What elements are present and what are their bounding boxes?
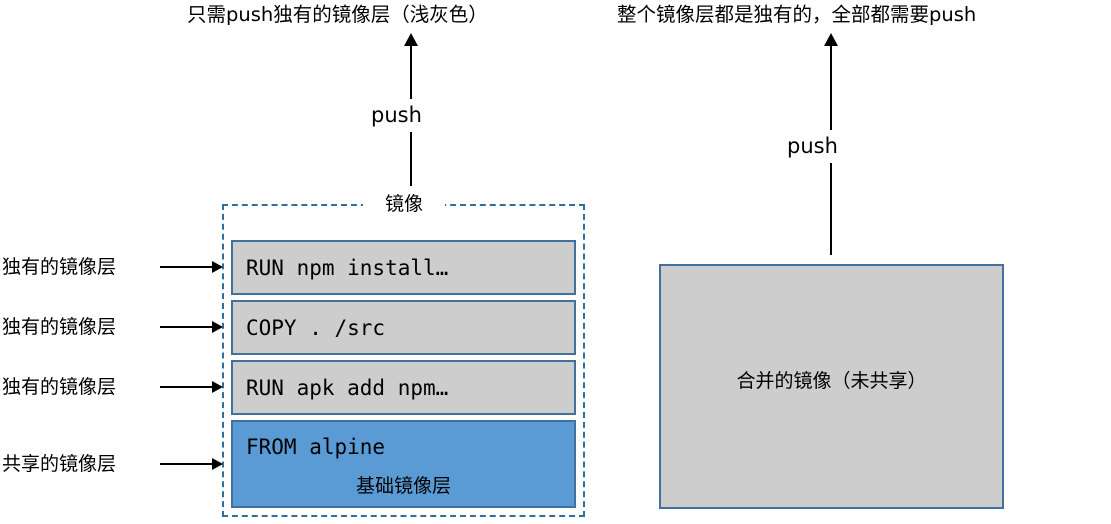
image-layer-from-alpine-base[interactable]: FROM alpine 基础镜像层 xyxy=(231,420,576,508)
callout-label-unique-layer-1: 独有的镜像层 xyxy=(2,256,117,278)
push-arrow-right-upper-segment xyxy=(830,45,832,130)
callout-arrowhead-icon-1 xyxy=(212,261,223,273)
merged-image-label: 合并的镜像（未共享） xyxy=(736,370,927,392)
merged-image-box[interactable]: 合并的镜像（未共享） xyxy=(659,264,1004,509)
image-layer-run-apk-add-npm[interactable]: RUN apk add npm… xyxy=(231,360,576,415)
callout-connector-line-3 xyxy=(160,386,214,388)
callout-arrowhead-icon-4 xyxy=(212,458,223,470)
push-arrow-left-arrowhead-icon xyxy=(404,33,418,46)
callout-connector-line-2 xyxy=(160,326,214,328)
callout-label-shared-layer: 共享的镜像层 xyxy=(2,453,117,475)
callout-arrowhead-icon-3 xyxy=(212,381,223,393)
push-label-left: push xyxy=(371,103,422,127)
heading-left-push-unique-layers: 只需push独有的镜像层（浅灰色） xyxy=(187,3,488,26)
image-caption-border-gap xyxy=(363,196,445,214)
image-container-caption: 镜像 xyxy=(384,193,423,215)
push-label-right: push xyxy=(787,134,838,158)
push-arrow-right-arrowhead-icon xyxy=(824,33,838,46)
image-layer-copy-src[interactable]: COPY . /src xyxy=(231,300,576,355)
callout-label-unique-layer-3: 独有的镜像层 xyxy=(2,376,117,398)
push-arrow-left-upper-segment xyxy=(410,45,412,99)
image-layer-command-text: FROM alpine xyxy=(246,435,386,459)
image-layer-command-text: RUN npm install… xyxy=(246,255,449,280)
image-layer-run-npm-install[interactable]: RUN npm install… xyxy=(231,240,576,295)
callout-arrowhead-icon-2 xyxy=(212,321,223,333)
push-arrow-left-lower-segment xyxy=(410,132,412,186)
heading-right-push-all-layers: 整个镜像层都是独有的，全部都需要push xyxy=(617,3,977,26)
callout-label-unique-layer-2: 独有的镜像层 xyxy=(2,316,117,338)
callout-connector-line-1 xyxy=(160,266,214,268)
base-layer-sublabel: 基础镜像层 xyxy=(355,475,451,497)
image-layer-command-text: RUN apk add npm… xyxy=(246,375,449,400)
push-arrow-right-lower-segment xyxy=(830,163,832,255)
callout-connector-line-4 xyxy=(160,463,214,465)
image-layer-command-text: COPY . /src xyxy=(246,315,386,340)
